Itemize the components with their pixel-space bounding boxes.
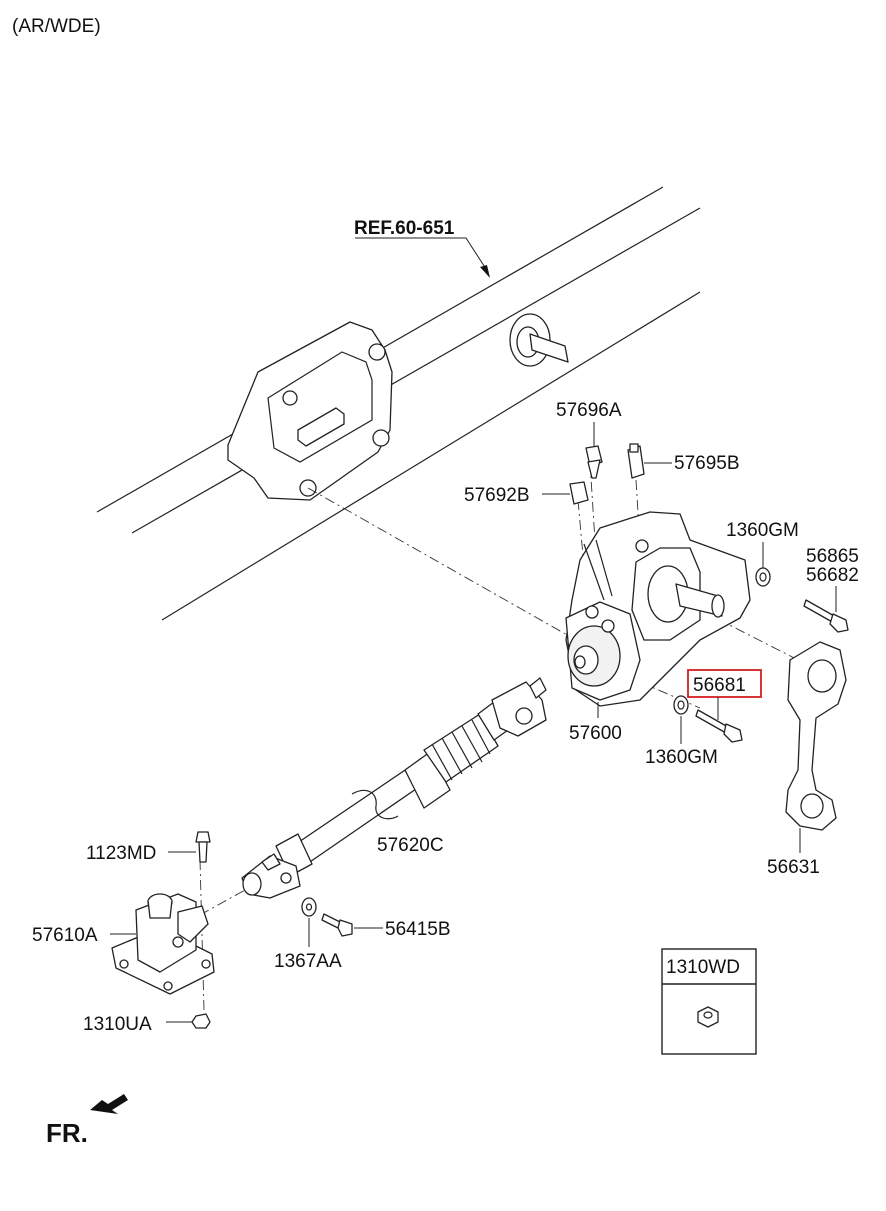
part-label-1360gm-bottom[interactable]: 1360GM bbox=[645, 747, 718, 768]
part-label-56631[interactable]: 56631 bbox=[767, 857, 820, 878]
hex-bolt-icon bbox=[695, 709, 743, 743]
legend-code[interactable]: 1310WD bbox=[666, 957, 740, 978]
part-label-1310ua[interactable]: 1310UA bbox=[83, 1014, 152, 1035]
frame-rail bbox=[96, 186, 701, 621]
highlight-box-56681 bbox=[687, 669, 762, 698]
legend-box: 1310WD bbox=[661, 948, 757, 1055]
front-direction-label: FR. bbox=[46, 1118, 88, 1148]
part-label-1360gm-top[interactable]: 1360GM bbox=[726, 520, 799, 541]
nut-1310ua bbox=[191, 1013, 211, 1029]
fitting-57695B bbox=[627, 443, 645, 479]
steering-column-joint bbox=[241, 853, 301, 899]
front-arrow-icon bbox=[90, 1094, 128, 1114]
part-label-56865[interactable]: 56865 bbox=[806, 546, 859, 567]
hex-bolt-icon bbox=[321, 913, 353, 937]
part-label-57620c[interactable]: 57620C bbox=[377, 835, 444, 856]
hex-nut-icon bbox=[697, 1006, 719, 1028]
part-label-57600[interactable]: 57600 bbox=[569, 723, 622, 744]
universal-joint bbox=[491, 677, 547, 737]
hex-bolt-icon bbox=[803, 599, 849, 633]
part-label-57695b[interactable]: 57695B bbox=[674, 453, 740, 474]
part-label-57696a[interactable]: 57696A bbox=[556, 400, 622, 421]
part-label-1367aa[interactable]: 1367AA bbox=[274, 951, 342, 972]
nut-1360gm-bottom bbox=[673, 695, 689, 715]
ref-label: REF.60-651 bbox=[354, 218, 455, 239]
part-label-56682[interactable]: 56682 bbox=[806, 565, 859, 586]
intermediate-shaft bbox=[275, 701, 509, 877]
part-label-57692b[interactable]: 57692B bbox=[464, 485, 530, 506]
bleed-screw-57696A bbox=[585, 445, 603, 479]
steering-column-joint-57610a bbox=[111, 893, 215, 995]
nut-1360gm-top bbox=[755, 567, 771, 587]
hex-bolt-icon bbox=[195, 831, 211, 863]
steering-gear-box bbox=[565, 511, 751, 707]
part-label-1123md[interactable]: 1123MD bbox=[86, 843, 156, 864]
part-label-56681[interactable]: 56681 bbox=[693, 675, 746, 696]
part-label-57610a[interactable]: 57610A bbox=[32, 925, 98, 946]
part-label-56415b[interactable]: 56415B bbox=[385, 919, 451, 940]
pitman-arm bbox=[785, 641, 847, 831]
fitting-57692B bbox=[569, 481, 589, 505]
variant-label: (AR/WDE) bbox=[12, 16, 101, 37]
washer-icon bbox=[301, 897, 317, 917]
